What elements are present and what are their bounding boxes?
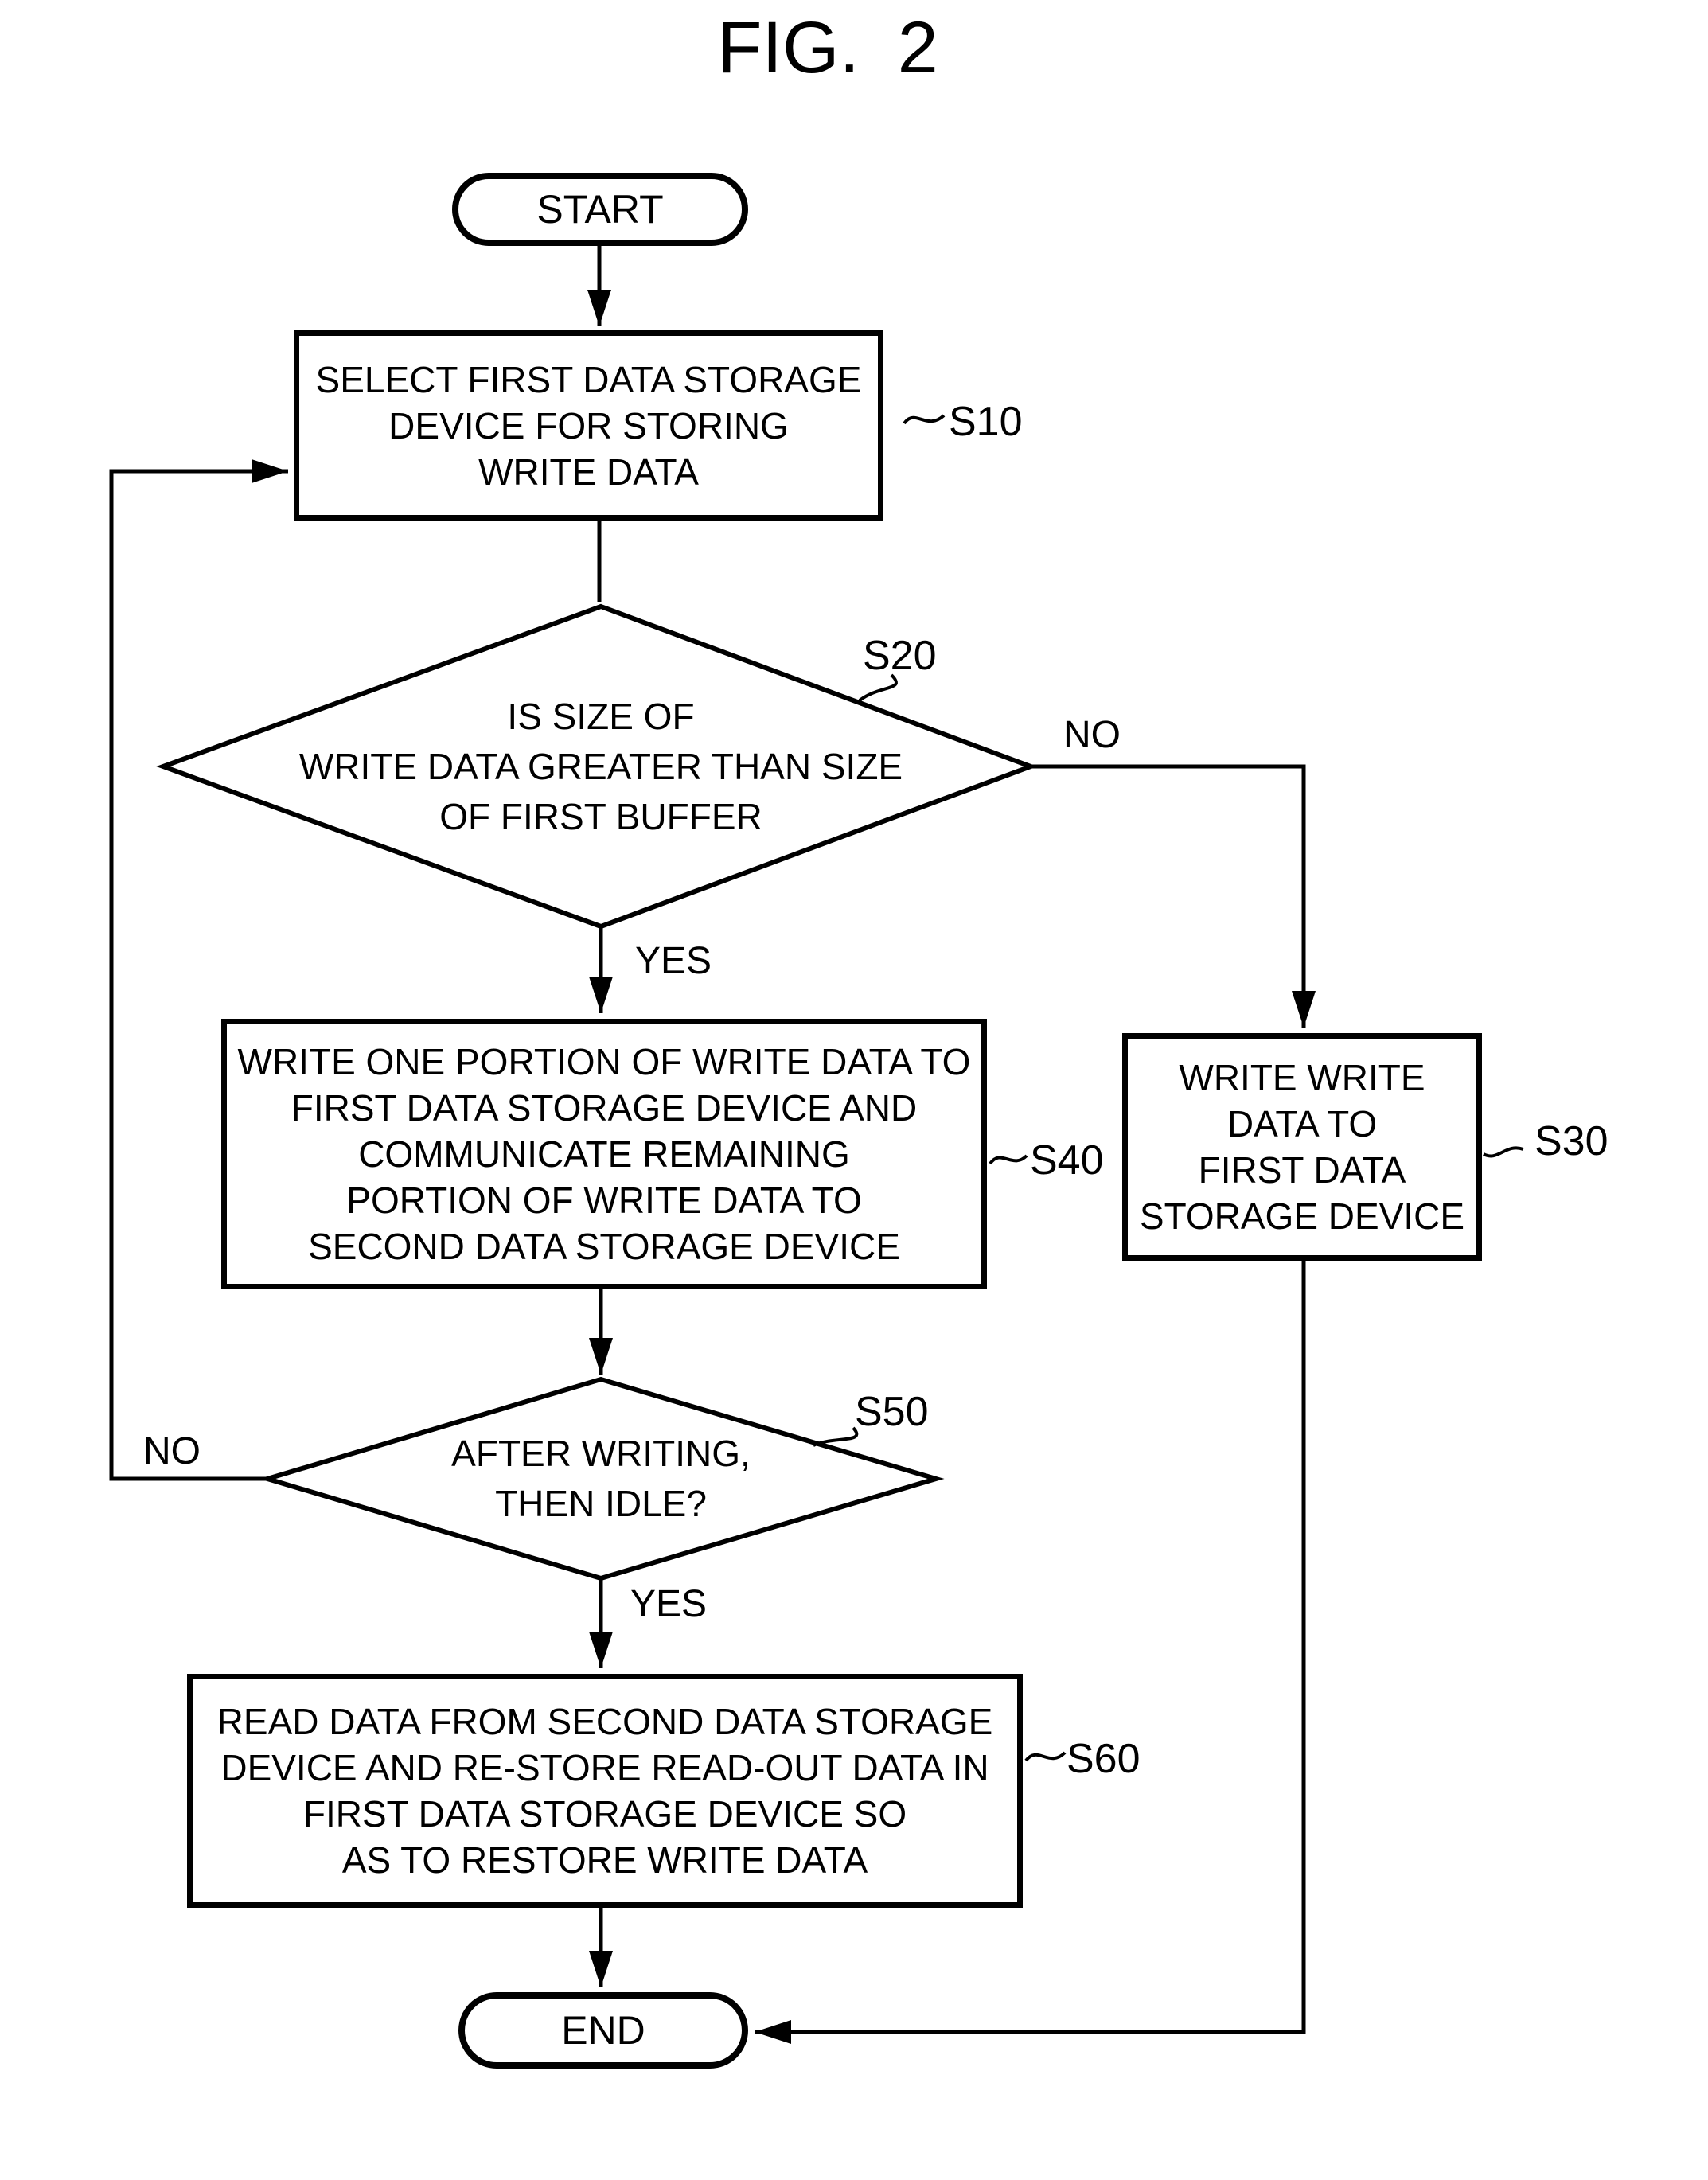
node-s30-line: STORAGE DEVICE bbox=[1139, 1195, 1465, 1237]
step-label-s10: S10 bbox=[949, 399, 1023, 445]
node-s40-line: PORTION OF WRITE DATA TO bbox=[346, 1180, 862, 1221]
leader-squiggle-s50 bbox=[813, 1426, 859, 1447]
arrow-s20-no-to-s30 bbox=[1031, 764, 1316, 1028]
decision-diamond-s50 bbox=[259, 1376, 945, 1581]
branch-label-s50-no: NO bbox=[143, 1430, 201, 1472]
node-s40-line: WRITE ONE PORTION OF WRITE DATA TO bbox=[237, 1041, 971, 1082]
arrow-s30-to-end bbox=[755, 1261, 1306, 2044]
node-s60-line: READ DATA FROM SECOND DATA STORAGE bbox=[216, 1701, 993, 1742]
node-s50-text: AFTER WRITING, THEN IDLE? bbox=[362, 1413, 840, 1545]
node-s60: READ DATA FROM SECOND DATA STORAGE DEVIC… bbox=[187, 1674, 1023, 1908]
node-s10-line: SELECT FIRST DATA STORAGE bbox=[315, 358, 862, 400]
node-s40: WRITE ONE PORTION OF WRITE DATA TO FIRST… bbox=[221, 1019, 987, 1289]
node-s10: SELECT FIRST DATA STORAGE DEVICE FOR STO… bbox=[294, 330, 883, 521]
step-label-s60: S60 bbox=[1067, 1736, 1141, 1782]
node-s60-line: AS TO RESTORE WRITE DATA bbox=[341, 1839, 868, 1881]
leader-squiggle-s20 bbox=[858, 673, 899, 702]
node-end: END bbox=[458, 1992, 748, 2069]
node-s40-line: FIRST DATA STORAGE DEVICE AND bbox=[291, 1087, 918, 1129]
node-s10-line: WRITE DATA bbox=[478, 450, 699, 493]
decision-diamond-s20 bbox=[156, 603, 1038, 930]
leader-squiggle-s10 bbox=[903, 414, 946, 425]
node-end-label: END bbox=[561, 2008, 645, 2053]
node-s50-line: AFTER WRITING, bbox=[451, 1433, 751, 1474]
step-label-s30: S30 bbox=[1534, 1118, 1609, 1164]
branch-label-s50-yes: YES bbox=[630, 1583, 708, 1625]
leader-squiggle-s60 bbox=[1024, 1751, 1067, 1762]
node-s20-line: IS SIZE OF bbox=[507, 695, 695, 737]
node-s30-line: WRITE WRITE bbox=[1179, 1057, 1425, 1098]
step-label-s40: S40 bbox=[1030, 1137, 1104, 1184]
node-s30-line: DATA TO bbox=[1226, 1103, 1378, 1145]
node-s20-line: WRITE DATA GREATER THAN SIZE bbox=[298, 745, 903, 787]
node-s40-line: COMMUNICATE REMAINING bbox=[358, 1133, 850, 1175]
arrow-s50-no-loop-to-s10 bbox=[109, 459, 288, 1481]
leader-squiggle-s40 bbox=[989, 1154, 1028, 1165]
node-s30-line: FIRST DATA bbox=[1198, 1149, 1406, 1191]
node-s60-line: FIRST DATA STORAGE DEVICE SO bbox=[302, 1793, 907, 1835]
node-s30: WRITE WRITE DATA TO FIRST DATA STORAGE D… bbox=[1122, 1033, 1482, 1261]
branch-label-s20-yes: YES bbox=[635, 940, 712, 982]
node-start-label: START bbox=[536, 187, 664, 232]
node-start: START bbox=[452, 173, 748, 246]
step-label-s50: S50 bbox=[855, 1389, 929, 1435]
branch-label-s20-no: NO bbox=[1063, 714, 1121, 756]
node-s40-line: SECOND DATA STORAGE DEVICE bbox=[308, 1226, 900, 1267]
node-s20-text: IS SIZE OF WRITE DATA GREATER THAN SIZE … bbox=[283, 661, 919, 872]
node-s20-line: OF FIRST BUFFER bbox=[439, 795, 762, 837]
step-label-s20: S20 bbox=[863, 633, 937, 679]
node-s60-line: DEVICE AND RE-STORE READ-OUT DATA IN bbox=[220, 1747, 989, 1788]
leader-squiggle-s30 bbox=[1483, 1146, 1524, 1158]
figure-title: FIG. 2 bbox=[717, 7, 938, 88]
node-s50-line: THEN IDLE? bbox=[495, 1483, 707, 1524]
node-s10-line: DEVICE FOR STORING bbox=[388, 404, 789, 447]
